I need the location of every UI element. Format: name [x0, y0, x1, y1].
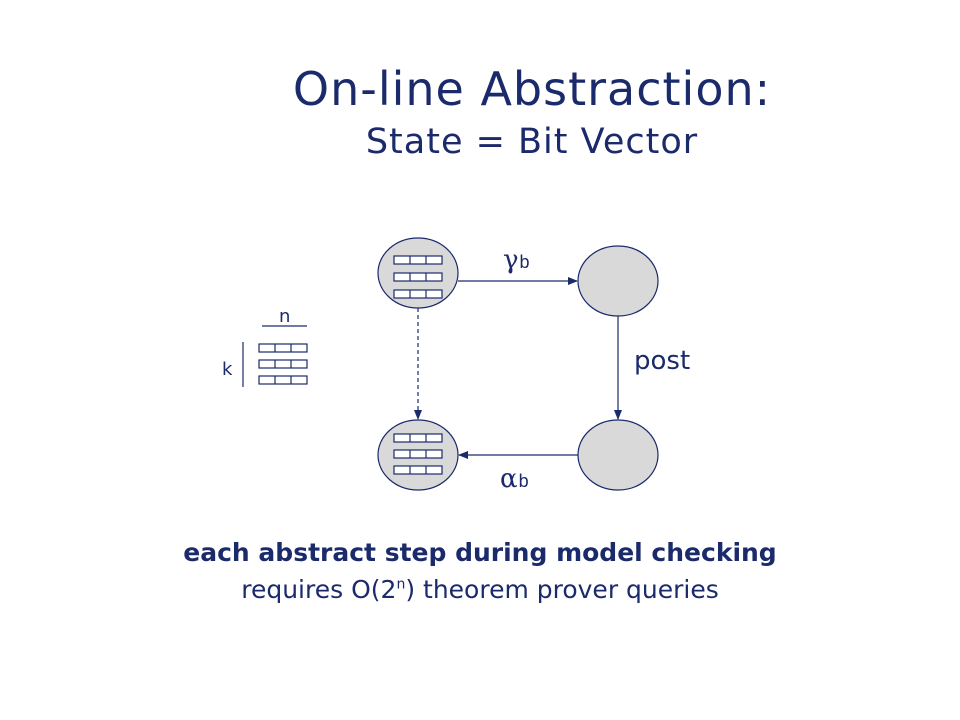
bit-vector-legend: n k: [222, 306, 308, 387]
slide-title: On-line Abstraction:: [292, 62, 772, 116]
state-bottom-left: [377, 419, 459, 491]
slide-subtitle: State = Bit Vector: [365, 122, 699, 162]
state-bottom-right: [577, 419, 659, 491]
caption-line-1: each abstract step during model checking: [183, 538, 777, 567]
state-top-left: [377, 237, 459, 309]
alpha-label: αb: [500, 464, 529, 494]
legend-k-label: k: [222, 359, 233, 380]
gamma-label: γb: [503, 245, 530, 275]
bit-vector-bottom: [393, 433, 443, 475]
bit-vector-top: [393, 255, 443, 299]
state-top-right: [577, 245, 659, 317]
legend-n-label: n: [279, 306, 290, 327]
post-label: post: [634, 346, 690, 376]
caption-line-2: requires O(2n) theorem prover queries: [241, 575, 719, 604]
superscript-n: n: [396, 576, 406, 593]
